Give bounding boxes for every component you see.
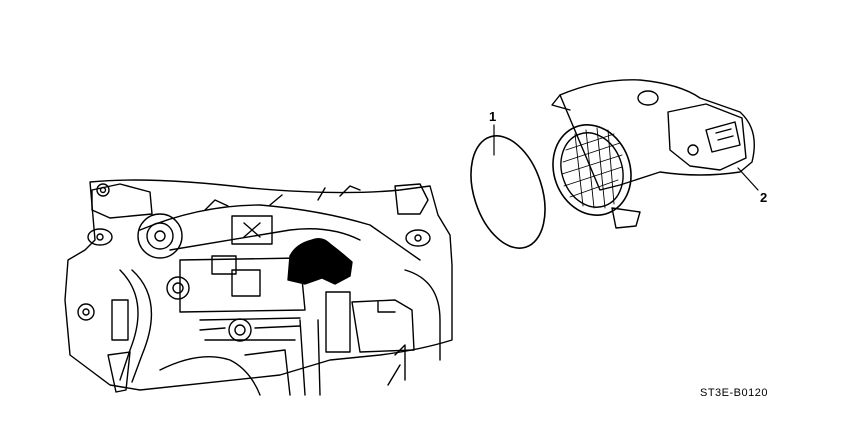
callout-1: 1: [489, 109, 497, 124]
o-ring-part: [470, 124, 546, 249]
diagram-code: ST3E-B0120: [700, 387, 768, 399]
highlighted-part-location: [287, 237, 353, 285]
callout-2: 2: [760, 190, 768, 205]
engine-bay-illustration: [64, 179, 453, 396]
air-flow-meter-part: [551, 79, 759, 229]
